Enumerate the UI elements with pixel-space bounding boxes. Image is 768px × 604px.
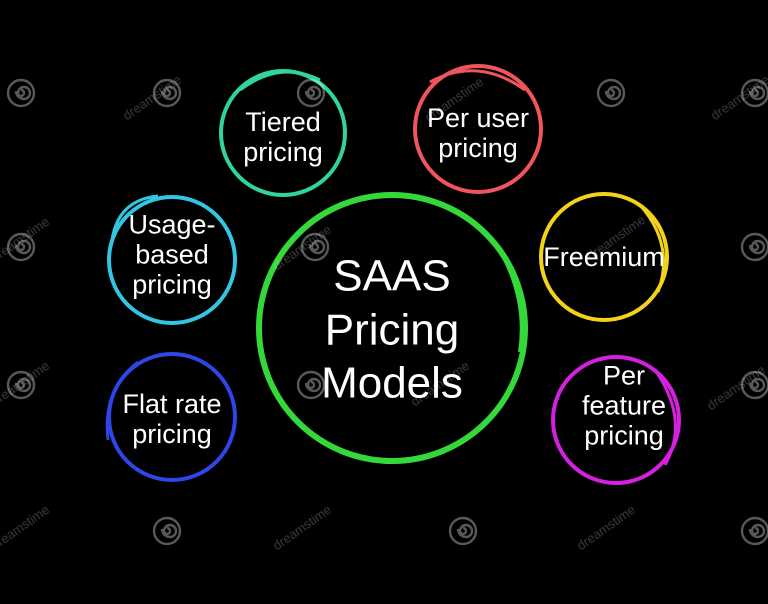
node-label-line: Tiered bbox=[245, 106, 321, 137]
watermark-spiral-icon bbox=[596, 78, 626, 108]
node-label-line: pricing bbox=[584, 421, 664, 452]
center-ring bbox=[256, 192, 528, 464]
flat-rate-ring-stroke bbox=[105, 360, 139, 441]
per-user-ring bbox=[413, 64, 543, 194]
node-label-line: pricing bbox=[132, 270, 212, 301]
node-label-line: feature bbox=[581, 390, 667, 421]
center-title-line: SAAS bbox=[333, 251, 451, 301]
watermark-spiral-icon bbox=[152, 516, 182, 546]
usage-based-ring-stroke bbox=[110, 194, 159, 241]
watermark-spiral-icon bbox=[296, 78, 326, 108]
node-label-line: Per user bbox=[426, 102, 530, 133]
watermark-spiral-icon bbox=[6, 78, 36, 108]
watermark-spiral-icon bbox=[740, 516, 768, 546]
node-label-line: pricing bbox=[132, 419, 212, 449]
center-ring-tail bbox=[498, 249, 524, 353]
node-label-line: pricing bbox=[243, 137, 323, 167]
center-title-line: Pricing bbox=[324, 305, 460, 355]
watermark-spiral-icon bbox=[6, 232, 36, 262]
watermark-spiral-icon bbox=[300, 232, 330, 262]
watermark-spiral-icon bbox=[448, 516, 478, 546]
usage-based-ring bbox=[107, 195, 237, 325]
node-label-line: Per bbox=[602, 360, 646, 391]
node-label-line: Usage- bbox=[128, 209, 216, 240]
watermark-spiral-icon bbox=[740, 232, 768, 262]
center-title-line: Models bbox=[321, 358, 463, 408]
node-per-user: Per user pricing bbox=[427, 103, 529, 163]
node-flat-rate: Flat rate pricing bbox=[122, 389, 221, 449]
freemium-ring-stroke bbox=[638, 204, 666, 293]
freemium-ring bbox=[539, 192, 669, 322]
node-per-feature: Per feature pricing bbox=[582, 361, 666, 452]
watermark-spiral-icon bbox=[152, 78, 182, 108]
node-label-line: Flat rate bbox=[122, 388, 222, 419]
watermark-spiral-icon bbox=[296, 370, 326, 400]
watermark-spiral-icon bbox=[740, 78, 768, 108]
node-usage-based: Usage- based pricing bbox=[128, 210, 215, 301]
watermark-spiral-icon bbox=[740, 370, 768, 400]
node-label-line: based bbox=[135, 239, 209, 270]
center-title: SAAS Pricing Models bbox=[321, 249, 463, 410]
node-tiered: Tiered pricing bbox=[243, 107, 323, 167]
per-user-ring-stroke bbox=[429, 69, 526, 92]
tiered-ring-stroke bbox=[239, 70, 321, 92]
per-feature-ring bbox=[551, 355, 681, 485]
node-freemium: Freemium bbox=[543, 242, 665, 272]
per-feature-ring-stroke bbox=[653, 369, 677, 466]
node-label-line: pricing bbox=[438, 133, 518, 163]
watermark-spiral-icon bbox=[6, 370, 36, 400]
node-label-line: Freemium bbox=[543, 241, 665, 272]
